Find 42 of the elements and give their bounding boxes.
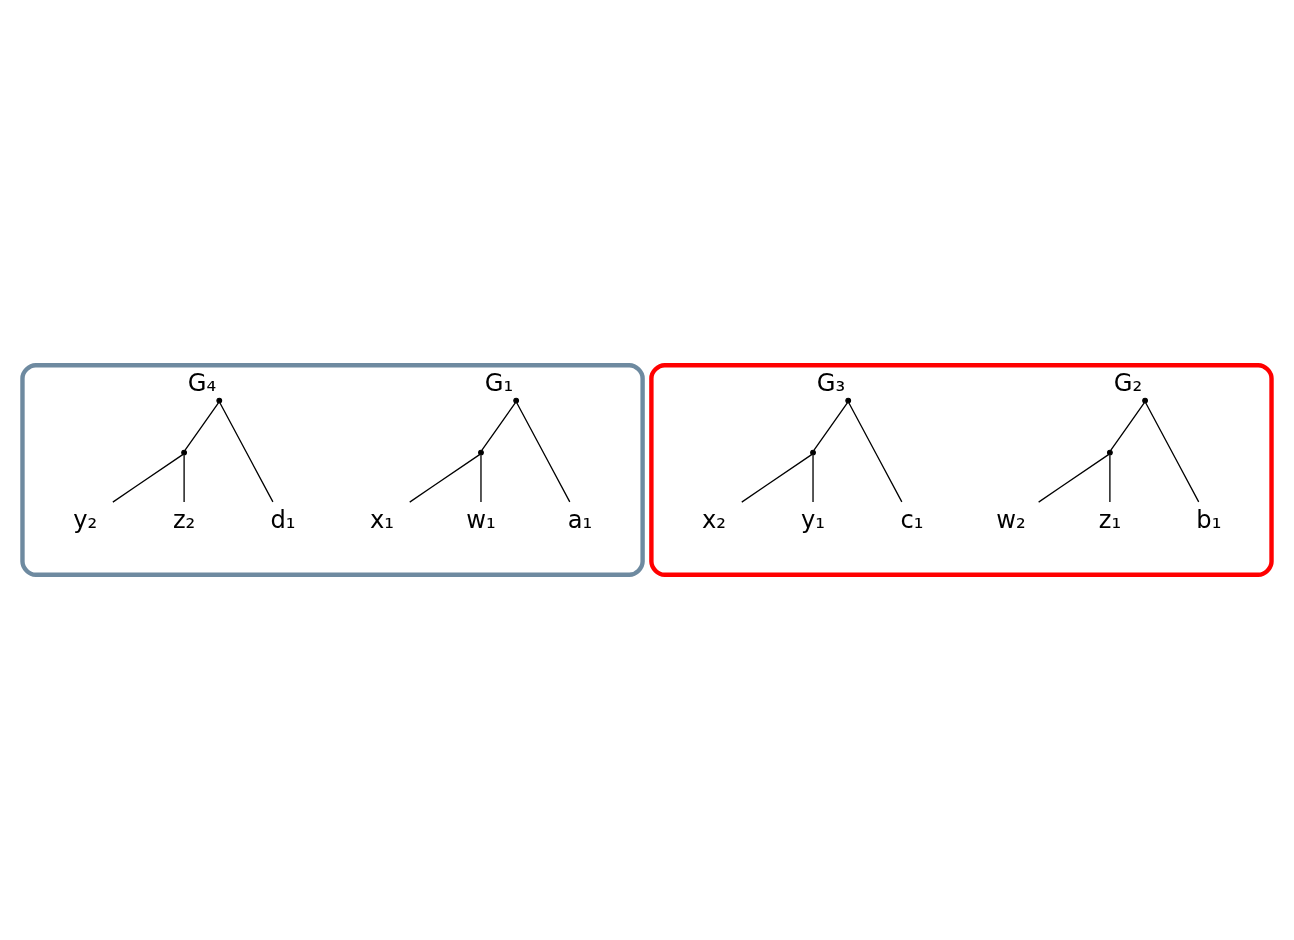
connector [1109, 454, 1111, 503]
node-text: y₁ [801, 506, 826, 535]
node-text: z₂ [172, 506, 196, 535]
connector [112, 453, 184, 503]
node-point [845, 397, 852, 404]
node-text: w₁ [466, 506, 496, 535]
connector [812, 454, 814, 503]
node-point [181, 449, 188, 456]
node-point [1106, 449, 1113, 456]
node-point [1142, 397, 1148, 404]
cluster [20, 363, 645, 577]
connector [1110, 402, 1145, 451]
connector [1038, 453, 1110, 503]
node-text: b₁ [1196, 506, 1222, 535]
node-text: c₁ [900, 506, 924, 535]
connector [183, 454, 185, 503]
node-point [513, 397, 520, 404]
node-label: G₃ [816, 369, 846, 398]
node-label: G₁ [484, 369, 514, 398]
node-point [810, 449, 816, 456]
connector [516, 402, 571, 503]
cluster [649, 363, 1274, 577]
connector [219, 402, 274, 503]
node-text: a₁ [567, 506, 593, 535]
connector [813, 402, 848, 451]
node-point [478, 449, 484, 456]
connector [1145, 402, 1200, 503]
node-text: x₂ [702, 506, 727, 535]
node-label: G₄ [187, 369, 217, 398]
node-text: z₁ [1098, 506, 1122, 535]
connector [481, 402, 516, 451]
node-text: y₂ [73, 506, 98, 535]
connector [480, 454, 482, 503]
node-text: x₁ [370, 506, 395, 535]
node-point [216, 397, 223, 404]
node-text: w₂ [996, 506, 1026, 535]
connector [741, 453, 813, 503]
node-label: G₂ [1113, 369, 1143, 398]
connector [409, 453, 481, 503]
connector [184, 402, 220, 451]
node-text: d₁ [270, 506, 296, 535]
connector [848, 402, 903, 503]
